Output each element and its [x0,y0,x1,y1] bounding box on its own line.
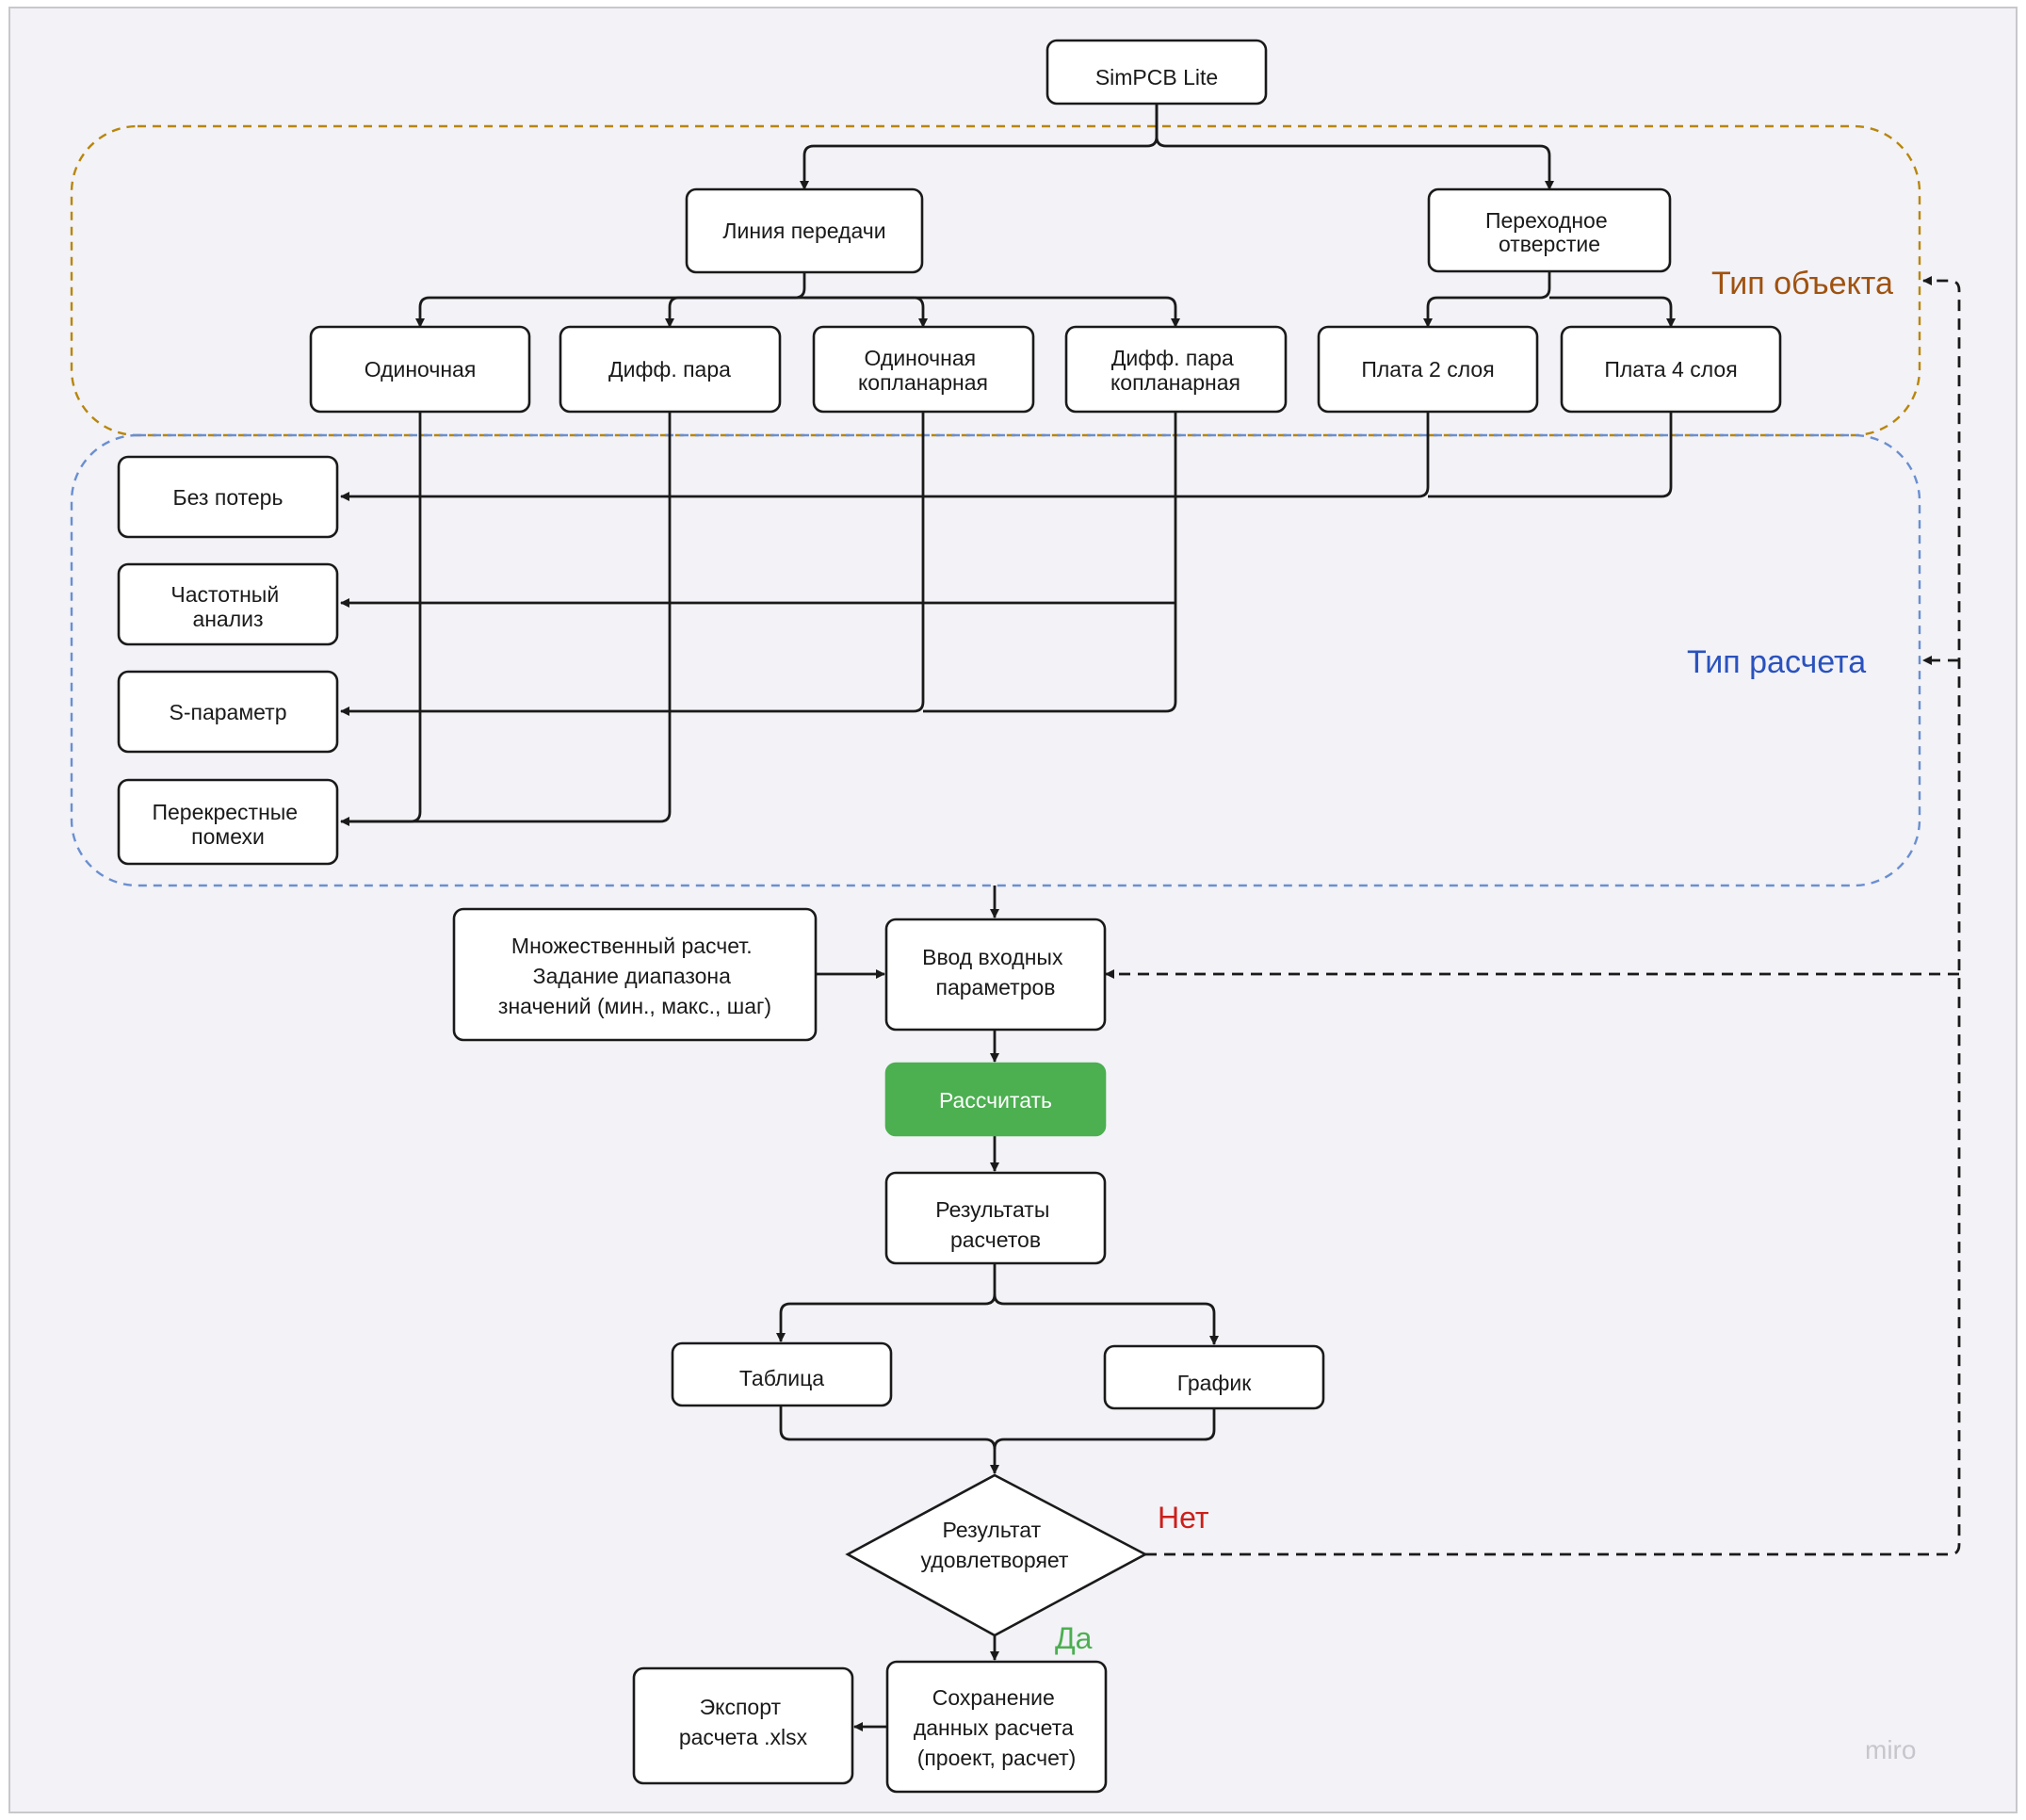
edge-root-via [1155,104,1554,190]
node-root-label: SimPCB Lite [1095,65,1218,89]
node-decision[interactable]: Результат удовлетворяет [845,1473,1148,1637]
edge-label-yes: Да [1055,1621,1093,1655]
node-graph-label: График [1177,1371,1253,1395]
node-root[interactable]: SimPCB Lite [1045,39,1268,106]
edges [340,104,1961,1731]
edge-single-cop-down [670,412,925,713]
node-frequency-analysis[interactable]: Частотный анализ [117,562,339,646]
node-diff-coplanar-label: Дифф. пара копланарная [1110,346,1240,395]
node-diff[interactable]: Дифф. пара [559,325,782,414]
node-diff-coplanar[interactable]: Дифф. пара копланарная [1064,325,1288,414]
calc-type-group-label: Тип расчета [1687,644,1866,680]
calc-type-group [70,433,1921,887]
node-frequency-label: Частотный анализ [170,582,284,631]
node-results-label: Результаты расчетов [935,1197,1056,1252]
edge-results-graph [993,1293,1219,1345]
node-save-data[interactable]: Сохранение данных расчета (проект, расче… [885,1660,1108,1794]
edge-diff-down [420,412,672,823]
node-multi-label: Множественный расчет. Задание диапазона … [498,934,771,1018]
calculate-button[interactable]: Рассчитать [884,1062,1107,1137]
node-s-parameter-label: S-параметр [170,700,287,724]
miro-watermark: miro [1865,1735,1916,1764]
node-board-2-label: Плата 2 слоя [1361,357,1494,382]
node-lossless[interactable]: Без потерь [117,455,339,539]
node-lossless-label: Без потерь [173,485,284,510]
node-results[interactable]: Результаты расчетов [884,1171,1107,1265]
node-board-2-layer[interactable]: Плата 2 слоя [1317,325,1539,414]
edge-board2-down [1175,412,1430,498]
edge-diff-cop-down [923,412,1177,713]
edge-board4-down [1428,412,1673,498]
node-save-label: Сохранение данных расчета (проект, расче… [914,1685,1079,1770]
node-crosstalk-label: Перекрестные помехи [152,800,303,849]
edge-graph-decision [993,1408,1216,1450]
node-table-label: Таблица [739,1366,824,1390]
edge-line-single [415,272,806,328]
calculate-button-label: Рассчитать [939,1088,1052,1113]
edge-label-no: Нет [1158,1501,1209,1535]
node-single-label: Одиночная [365,357,477,382]
node-single-coplanar-label: Одиночная копланарная [858,346,988,395]
node-graph[interactable]: График [1103,1344,1325,1410]
node-line-label: Линия передачи [722,219,885,243]
node-board-4-label: Плата 4 слоя [1604,357,1737,382]
node-single-coplanar[interactable]: Одиночная копланарная [812,325,1035,414]
node-input-parameters[interactable]: Ввод входных параметров [884,918,1107,1032]
edge-via-board2 [1423,271,1551,328]
node-board-4-layer[interactable]: Плата 4 слоя [1560,325,1782,414]
node-via-label: Переходное отверстие [1485,208,1613,256]
node-single[interactable]: Одиночная [309,325,531,414]
node-export-label: Экспорт расчета .xlsx [679,1695,808,1749]
node-diff-label: Дифф. пара [608,357,731,382]
node-crosstalk[interactable]: Перекрестные помехи [117,778,339,866]
edge-line-diff-cop [804,296,1180,328]
node-decision-label: Результат удовлетворяет [921,1518,1069,1572]
edge-via-board4 [1549,296,1676,328]
node-multi-calculation[interactable]: Множественный расчет. Задание диапазона … [452,907,818,1042]
object-type-group-label: Тип объекта [1711,266,1893,301]
object-type-group [70,124,1921,437]
node-export-xlsx[interactable]: Экспорт расчета .xlsx [632,1666,854,1785]
edge-line-diff [665,296,804,328]
node-line[interactable]: Линия передачи [685,187,924,274]
node-table[interactable]: Таблица [671,1341,893,1407]
node-via[interactable]: Переходное отверстие [1427,187,1672,273]
node-s-parameter[interactable]: S-параметр [117,670,339,754]
node-input-label: Ввод входных параметров [922,945,1069,999]
